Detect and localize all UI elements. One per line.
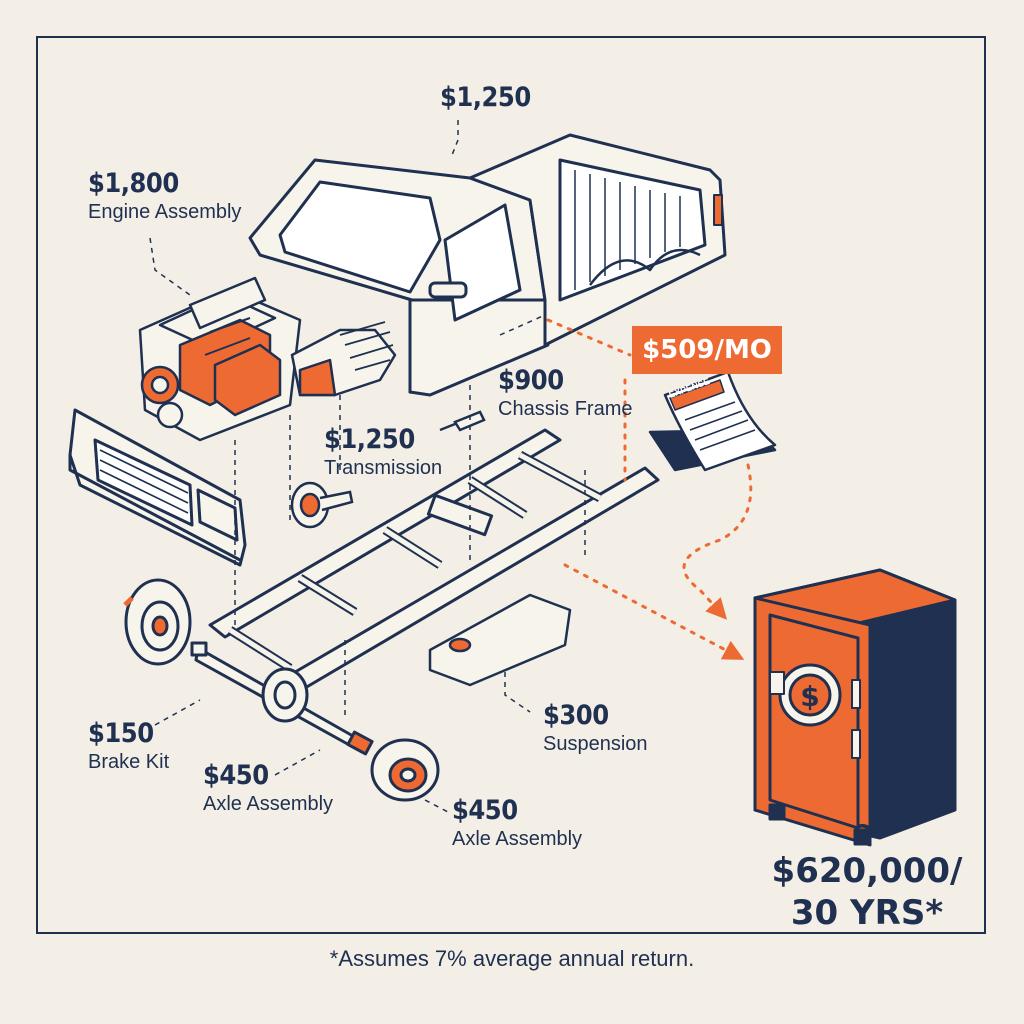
svg-text:$: $ (800, 680, 819, 713)
brake-rotor-icon (290, 410, 486, 529)
engine-name: Engine Assembly (88, 201, 242, 223)
wheel-icon (123, 578, 192, 666)
cab-label: $1,250 (440, 82, 531, 113)
axle-right-label: $450 Axle Assembly (452, 795, 582, 851)
fuel-tank-icon (428, 593, 572, 687)
brake-label: $150 Brake Kit (88, 718, 169, 774)
brake-drum-icon (370, 738, 440, 802)
total-savings: ≈ $620,000/ 30 YRS* (752, 810, 982, 934)
axle-left-label: $450 Axle Assembly (203, 760, 333, 816)
chassis-name: Chassis Frame (498, 398, 633, 420)
transmission-price: $1,250 (324, 424, 415, 455)
money-flow-lines (546, 318, 753, 660)
axle-right-price: $450 (452, 795, 518, 826)
chassis-frame-icon (208, 428, 660, 690)
footnote: *Assumes 7% average annual return. (329, 946, 695, 971)
brake-name: Brake Kit (88, 751, 170, 773)
axle-icon (190, 641, 374, 756)
engine-icon (138, 276, 302, 442)
axle-right-name: Axle Assembly (452, 828, 583, 850)
transmission-icon (290, 321, 397, 397)
truck-body-icon (248, 133, 727, 397)
axle-left-name: Axle Assembly (203, 793, 334, 815)
diagram-border (36, 36, 986, 934)
total-line-2: 30 YRS* (790, 892, 944, 933)
chassis-label: $900 Chassis Frame (498, 365, 632, 421)
engine-price: $1,800 (88, 168, 179, 199)
chassis-price: $900 (498, 365, 564, 396)
total-line-1: ≈ $620,000/ (771, 810, 963, 892)
suspension-price: $300 (543, 700, 609, 731)
transmission-label: $1,250 Transmission (324, 424, 442, 480)
bill-icon (648, 370, 777, 472)
transmission-name: Transmission (324, 457, 443, 479)
grille-icon (68, 408, 247, 567)
suspension-name: Suspension (543, 733, 648, 755)
leader-lines (149, 120, 586, 813)
cab-price: $1,250 (440, 82, 531, 113)
brake-price: $150 (88, 718, 154, 749)
suspension-label: $300 Suspension (543, 700, 648, 756)
axle-left-price: $450 (203, 760, 269, 791)
engine-label: $1,800 Engine Assembly (88, 168, 241, 224)
safe-icon: $ (753, 568, 957, 847)
monthly-payment-badge: $509/MO (632, 326, 782, 374)
